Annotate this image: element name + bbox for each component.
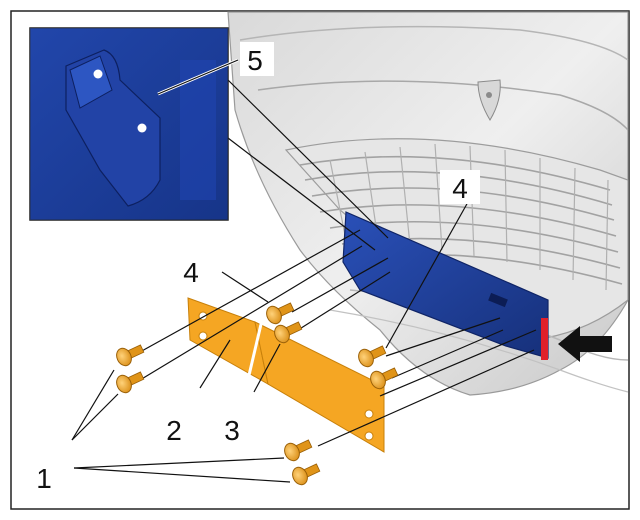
fastener-icon: [266, 302, 295, 325]
callout-4-left: 4: [183, 257, 199, 288]
callout-1: 1: [36, 463, 52, 494]
plate-divider: [244, 319, 264, 389]
label-bg: [440, 170, 480, 204]
fastener-icon: [284, 439, 313, 462]
fastener-icon: [358, 345, 387, 368]
callout-4-right: 4: [452, 173, 468, 204]
callout-leaders: [71, 201, 469, 483]
callout-3: 3: [224, 415, 240, 446]
red-position-marker: [541, 318, 548, 360]
callout-2: 2: [166, 415, 182, 446]
callout-5: 5: [247, 45, 263, 76]
fastener-group: [116, 302, 399, 486]
plate-holes: [198, 311, 374, 441]
bracket-hole-lower: [137, 123, 147, 133]
detail-inset: [29, 27, 389, 251]
blue-mounting-bracket: [342, 211, 549, 359]
fastener-icon: [116, 344, 145, 367]
left-arrow-icon: [558, 326, 612, 362]
orange-plate-3: [254, 321, 385, 453]
fastener-icon: [116, 371, 145, 394]
bracket-slot: [488, 292, 508, 308]
fastener-icon: [274, 321, 303, 344]
bracket-hole-upper: [93, 69, 103, 79]
fastener-icon: [370, 367, 399, 390]
assembly-leader-lines: [139, 229, 537, 447]
fastener-icon: [292, 463, 321, 486]
